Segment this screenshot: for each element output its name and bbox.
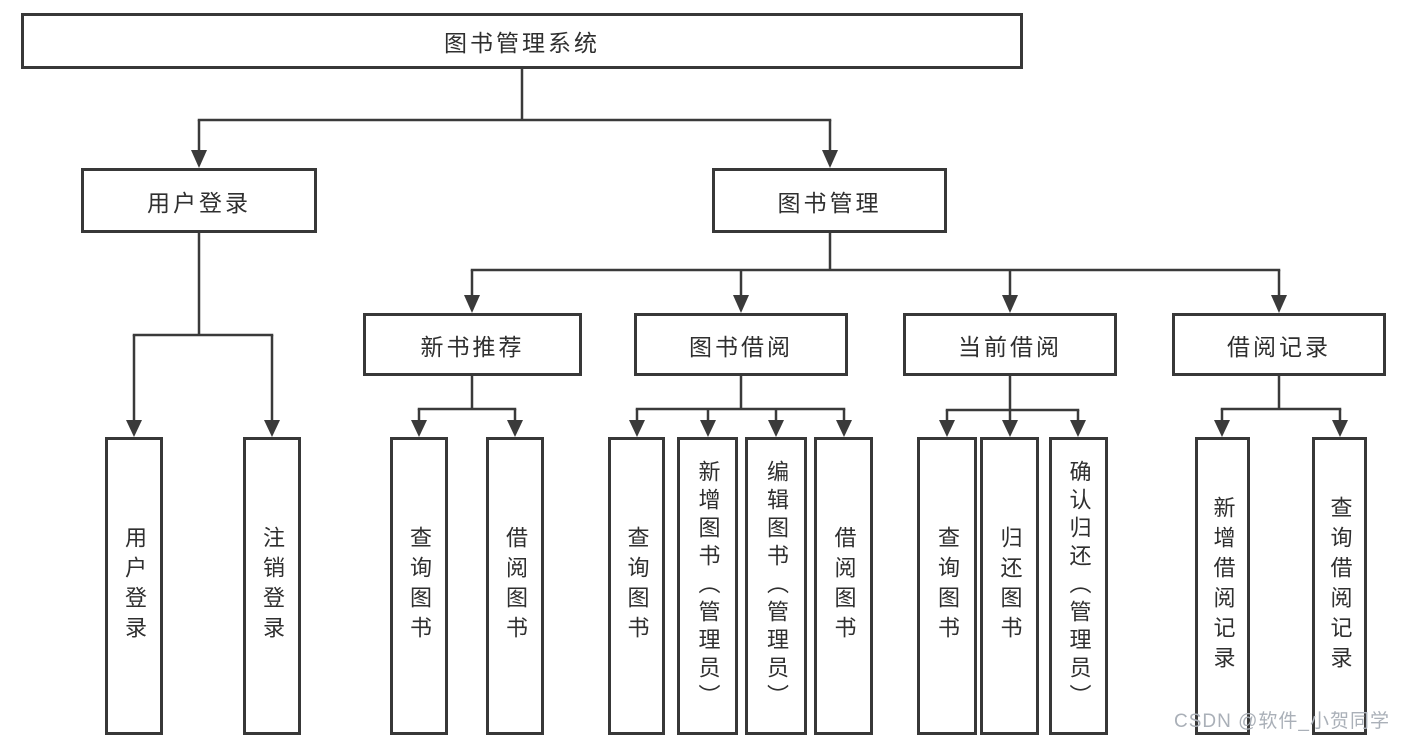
leaf-logout-label: 注销登录 (260, 526, 285, 646)
node-root: 图书管理系统 (21, 13, 1023, 69)
leaf-records-add-record: 新增借阅记录 (1195, 437, 1250, 735)
leaf-borrow-query-book: 查询图书 (608, 437, 665, 735)
node-root-label: 图书管理系统 (444, 30, 600, 56)
node-book-mgmt: 图书管理 (712, 168, 947, 233)
leaf-borrow-borrow-book: 借阅图书 (814, 437, 873, 735)
leaf-current-return-book: 归还图书 (980, 437, 1039, 735)
leaf-records-add-record-label: 新增借阅记录 (1210, 496, 1236, 676)
node-book-borrow: 图书借阅 (634, 313, 848, 376)
node-current-borrow: 当前借阅 (903, 313, 1117, 376)
leaf-recommend-query-book: 查询图书 (390, 437, 448, 735)
leaf-user-login: 用户登录 (105, 437, 163, 735)
leaf-current-query-book: 查询图书 (917, 437, 977, 735)
leaf-borrow-edit-book-admin: 编辑图书（管理员） (745, 437, 807, 735)
leaf-borrow-query-book-label: 查询图书 (624, 526, 650, 646)
leaf-borrow-add-book-admin: 新增图书（管理员） (677, 437, 738, 735)
leaf-records-query-record-label: 查询借阅记录 (1327, 496, 1353, 676)
leaf-borrow-edit-book-admin-label: 编辑图书（管理员） (764, 460, 789, 712)
node-book-mgmt-label: 图书管理 (777, 189, 882, 216)
node-book-borrow-label: 图书借阅 (689, 333, 793, 360)
node-new-book-recommend: 新书推荐 (363, 313, 582, 376)
node-new-book-recommend-label: 新书推荐 (420, 333, 525, 360)
leaf-recommend-query-book-label: 查询图书 (407, 526, 432, 646)
node-user-login-label: 用户登录 (147, 189, 251, 216)
leaf-current-query-book-label: 查询图书 (935, 526, 960, 646)
leaf-logout: 注销登录 (243, 437, 301, 735)
leaf-user-login-label: 用户登录 (122, 526, 147, 646)
node-current-borrow-label: 当前借阅 (958, 333, 1062, 360)
leaf-recommend-borrow-book: 借阅图书 (486, 437, 544, 735)
leaf-current-confirm-return-admin-label: 确认归还（管理员） (1066, 460, 1092, 712)
leaf-recommend-borrow-book-label: 借阅图书 (503, 526, 528, 646)
leaf-borrow-add-book-admin-label: 新增图书（管理员） (695, 460, 721, 712)
leaf-borrow-borrow-book-label: 借阅图书 (831, 526, 857, 646)
leaf-records-query-record: 查询借阅记录 (1312, 437, 1367, 735)
node-borrow-records: 借阅记录 (1172, 313, 1386, 376)
leaf-current-confirm-return-admin: 确认归还（管理员） (1049, 437, 1108, 735)
leaf-current-return-book-label: 归还图书 (997, 526, 1023, 646)
node-borrow-records-label: 借阅记录 (1227, 333, 1331, 360)
node-user-login: 用户登录 (81, 168, 317, 233)
